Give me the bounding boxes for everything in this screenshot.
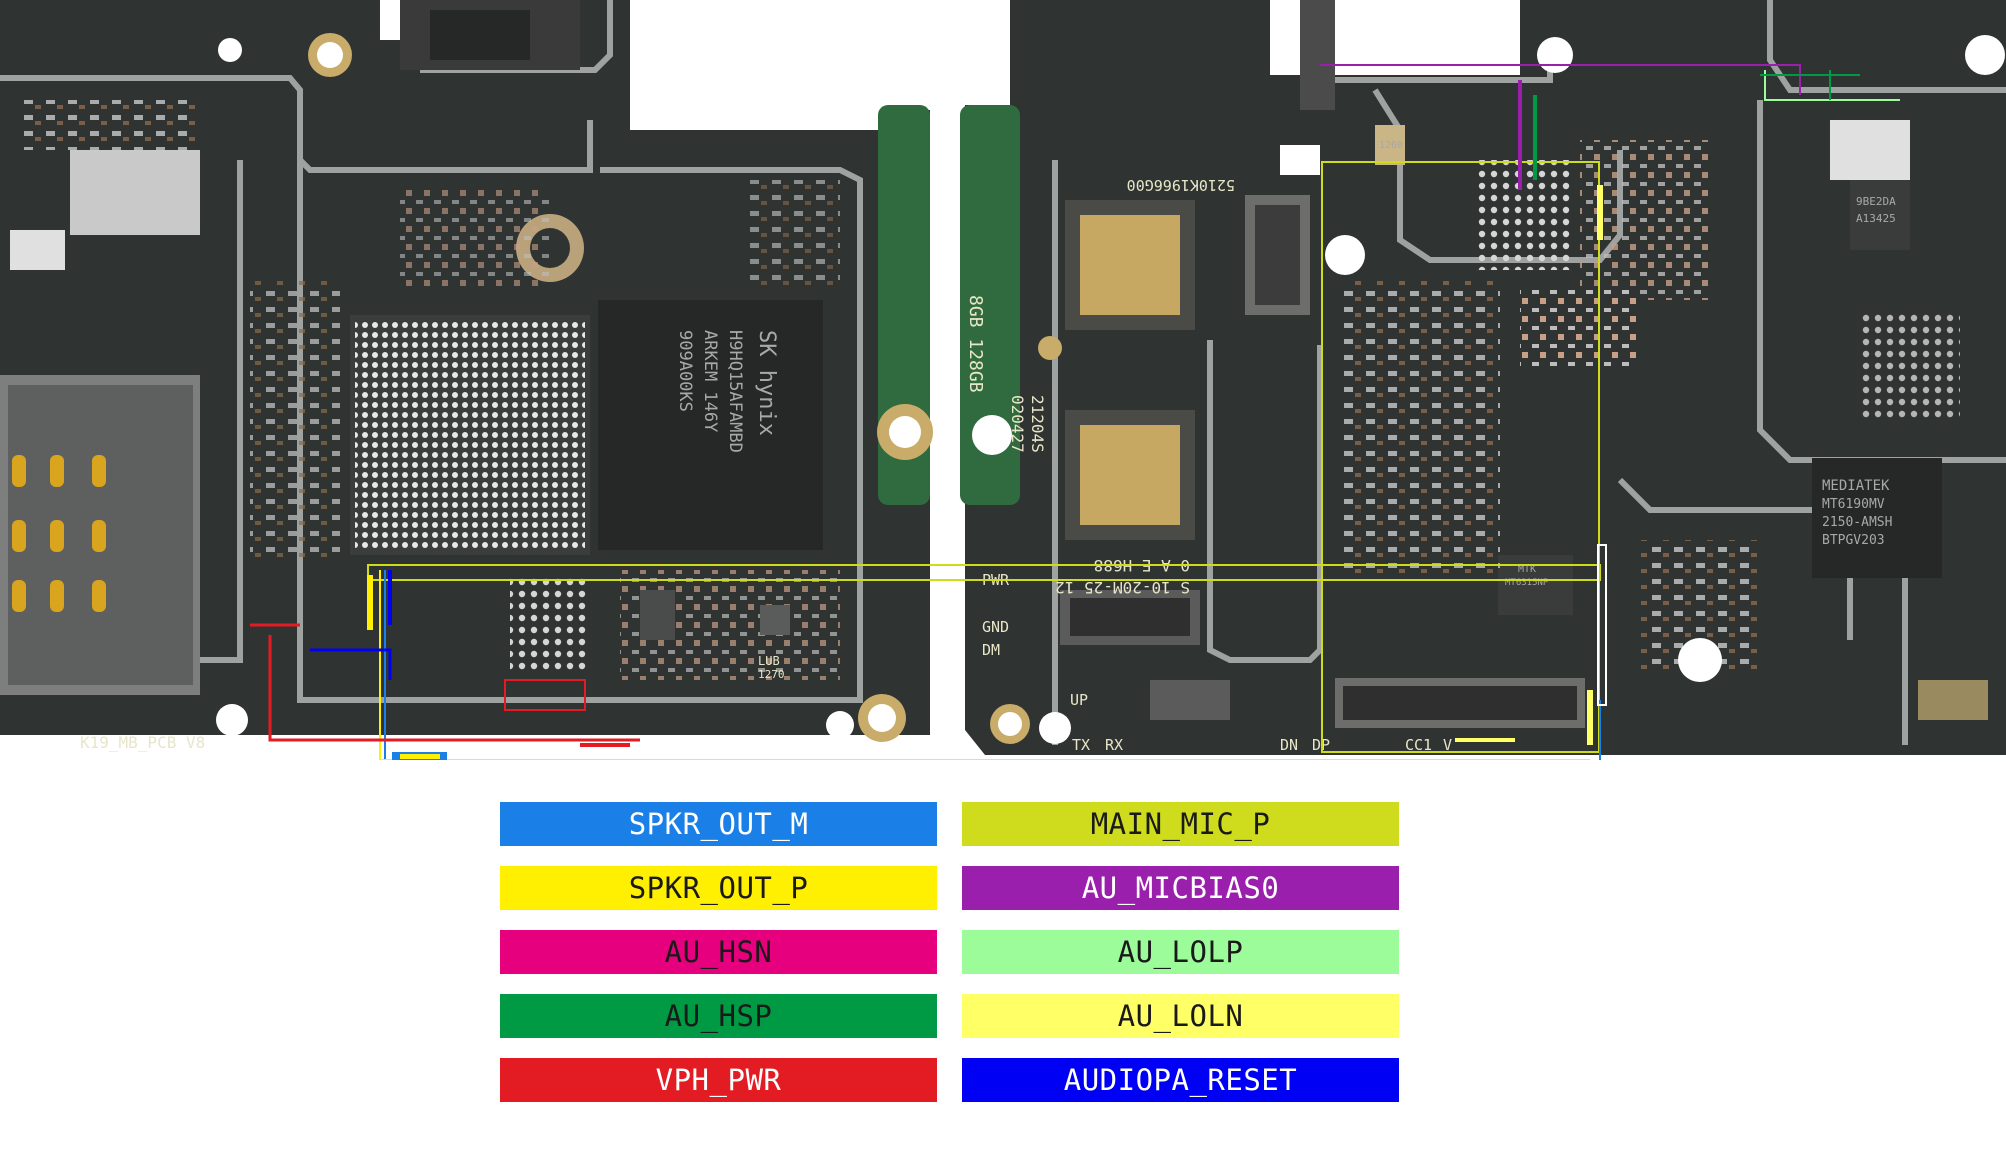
pad-up: UP bbox=[1070, 691, 1088, 709]
legend-item-vph-pwr: VPH_PWR bbox=[500, 1058, 937, 1102]
pad-dm: DM bbox=[982, 641, 1000, 659]
soc-part: MT6190MV bbox=[1822, 497, 1885, 512]
legend-label: SPKR_OUT_P bbox=[628, 871, 809, 905]
pmic-brand: MTK bbox=[1518, 564, 1536, 575]
memory-line3: 909A00KS bbox=[675, 330, 695, 412]
legend-item-spkr-out-p: SPKR_OUT_P bbox=[500, 866, 937, 910]
legend-label: AU_HSP bbox=[664, 999, 773, 1033]
legend-item-au-hsp: AU_HSP bbox=[500, 994, 937, 1038]
legend-item-spkr-out-m: SPKR_OUT_M bbox=[500, 802, 937, 846]
memory-line2: ARKEM 146Y bbox=[700, 330, 720, 432]
legend-label: AUDIOPA_RESET bbox=[1063, 1063, 1298, 1097]
right-board: MEDIATEK MT6190MV 2150-AMSH BTPGV203 MTK… bbox=[960, 0, 2006, 755]
legend-item-au-hsn: AU_HSN bbox=[500, 930, 937, 974]
legend-label: SPKR_OUT_M bbox=[628, 807, 809, 841]
legend-label: MAIN_MIC_P bbox=[1090, 807, 1271, 841]
legend-label: AU_HSN bbox=[664, 935, 773, 969]
pcb-board-image: SK hynix H9HQ15AFAMBD ARKEM 146Y 909A00K… bbox=[0, 0, 2006, 760]
pad-v: V bbox=[1443, 736, 1452, 754]
pad-cc1: CC1 bbox=[1405, 736, 1432, 754]
left-board: SK hynix H9HQ15AFAMBD ARKEM 146Y 909A00K… bbox=[0, 0, 933, 752]
memory-part: H9HQ15AFAMBD bbox=[725, 330, 745, 453]
mirror-code-2: S 10-20M-25 12 bbox=[1055, 578, 1190, 597]
soc-brand: MEDIATEK bbox=[1822, 478, 1890, 494]
capacity-mark: 8GB 128GB bbox=[965, 295, 986, 393]
legend-item-main-mic-p: MAIN_MIC_P bbox=[962, 802, 1399, 846]
legend-label: AU_LOLN bbox=[1117, 999, 1244, 1033]
legend-item-au-loln: AU_LOLN bbox=[962, 994, 1399, 1038]
legend-item-au-lolp: AU_LOLP bbox=[962, 930, 1399, 974]
pmic-part: MT6315NP bbox=[1505, 578, 1549, 588]
pad-rx: RX bbox=[1105, 736, 1123, 754]
chip-lub: LUB bbox=[758, 654, 780, 668]
crystal-code: 1260 bbox=[1379, 140, 1403, 151]
legend-label: VPH_PWR bbox=[655, 1063, 782, 1097]
pad-gnd: GND bbox=[982, 618, 1009, 636]
legend-item-audiopa-reset: AUDIOPA_RESET bbox=[962, 1058, 1399, 1102]
rf-code: A13425 bbox=[1856, 212, 1896, 225]
memory-brand: SK hynix bbox=[754, 330, 779, 436]
legend-item-au-micbias0: AU_MICBIAS0 bbox=[962, 866, 1399, 910]
date-code-2: 020427 bbox=[1008, 395, 1027, 453]
rf-part: 9BE2DA bbox=[1856, 195, 1896, 208]
date-code-1: 21204S bbox=[1028, 395, 1047, 453]
legend-label: AU_MICBIAS0 bbox=[1081, 871, 1280, 905]
signal-traces bbox=[250, 64, 1900, 760]
soc-line3: BTPGV203 bbox=[1822, 533, 1885, 548]
pad-tx: TX bbox=[1072, 736, 1090, 754]
left-silkscreen: K19_MB_PCB V8 bbox=[80, 733, 205, 752]
legend-label: AU_LOLP bbox=[1117, 935, 1244, 969]
chip-lub-code: 1270 bbox=[758, 668, 785, 681]
net-legend: SPKR_OUT_M SPKR_OUT_P AU_HSN AU_HSP VPH_PWR M… bbox=[500, 802, 1399, 1104]
pad-dn: DN bbox=[1280, 736, 1298, 754]
board-code: 5210K1966G00 bbox=[1127, 176, 1235, 194]
soc-line2: 2150-AMSH bbox=[1822, 515, 1892, 530]
